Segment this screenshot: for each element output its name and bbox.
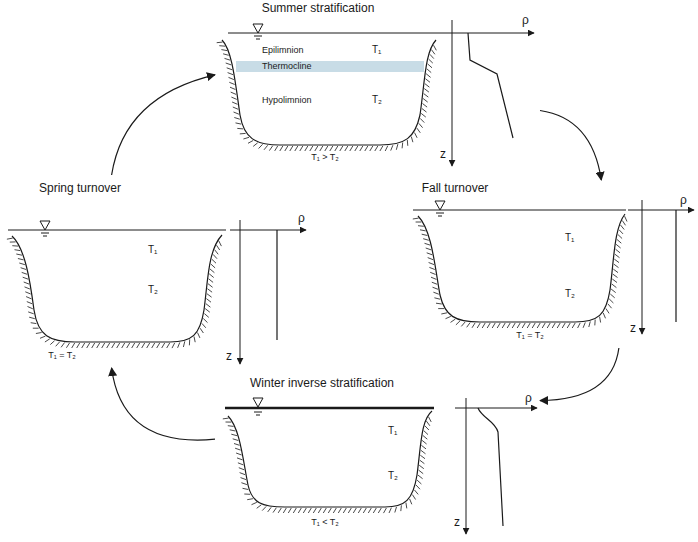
axis <box>628 210 694 211</box>
axis-label: ρ <box>680 194 687 208</box>
lake-basin <box>222 40 436 145</box>
ice-surface <box>225 407 434 410</box>
thermocline-band <box>236 61 424 72</box>
cycle-arrow <box>112 368 215 440</box>
water-level-symbol <box>40 221 50 236</box>
temperature-relation: T₁ = T₂ <box>48 350 76 360</box>
panel-heading: Fall turnover <box>422 182 489 196</box>
water-level-symbol <box>253 398 263 415</box>
axis-label: z <box>630 322 636 336</box>
temperature-label: T₁ <box>372 44 381 56</box>
stage-panel: Winter inverse stratificationT₁ T₂ T₁ < T₂… <box>215 372 540 540</box>
temperature-label: T₁ <box>565 232 574 244</box>
axis <box>466 398 467 534</box>
density-profile <box>478 408 503 526</box>
water-level-symbol <box>435 201 445 216</box>
lake-basin <box>228 411 432 507</box>
stage-panel: Spring turnoverT₁ T₂ T₁ = T₂ ρ z <box>0 175 310 368</box>
axis <box>240 220 241 364</box>
stage-panel: Fall turnoverT₁ T₂ T₁ = T₂ ρ z <box>405 180 698 348</box>
lake-basin <box>418 214 625 322</box>
temperature-label: T₁ <box>148 244 157 256</box>
layer-name: Thermocline <box>262 61 312 71</box>
axis-label: ρ <box>525 392 532 406</box>
cycle-arrow <box>540 348 619 401</box>
temperature-relation: T₁ = T₂ <box>516 330 544 340</box>
layer-name: Epilimnion <box>262 45 304 55</box>
panel-heading: Summer stratification <box>262 2 375 16</box>
lake-basin <box>12 235 222 342</box>
axis-label: z <box>454 516 460 530</box>
panel-heading: Winter inverse stratification <box>250 377 394 391</box>
density-profile <box>276 230 277 340</box>
panel-heading: Spring turnover <box>39 182 121 196</box>
axis-label: z <box>226 350 232 364</box>
density-profile <box>675 210 676 322</box>
temperature-relation: T₁ < T₂ <box>311 517 339 527</box>
water-surface <box>228 33 440 34</box>
ground-hatching <box>7 42 627 513</box>
temperature-label: T₂ <box>565 288 575 300</box>
density-profile <box>468 33 513 138</box>
temperature-label: T₂ <box>372 94 382 106</box>
cycle-arrow <box>112 75 215 175</box>
water-surface <box>413 210 626 211</box>
water-level-symbol <box>253 24 263 39</box>
axis <box>230 230 306 231</box>
axis <box>642 200 643 334</box>
water-surface <box>8 230 226 231</box>
temperature-label: T₂ <box>388 470 398 482</box>
ground-hatching <box>7 42 627 513</box>
layer-name: Hypolimnion <box>262 95 312 105</box>
temperature-relation: T₁ > T₂ <box>311 152 339 162</box>
stage-panel: Summer stratificationEpilimnion T₁ Thermoc… <box>215 0 540 170</box>
axis <box>440 33 534 34</box>
axis <box>455 408 537 409</box>
axis-label: z <box>440 148 446 162</box>
axis <box>452 20 453 166</box>
axis-label: ρ <box>522 14 529 28</box>
cycle-arrow <box>540 111 601 181</box>
temperature-label: T₂ <box>148 284 158 296</box>
temperature-label: T₁ <box>388 425 397 437</box>
axis-label: ρ <box>298 212 305 226</box>
